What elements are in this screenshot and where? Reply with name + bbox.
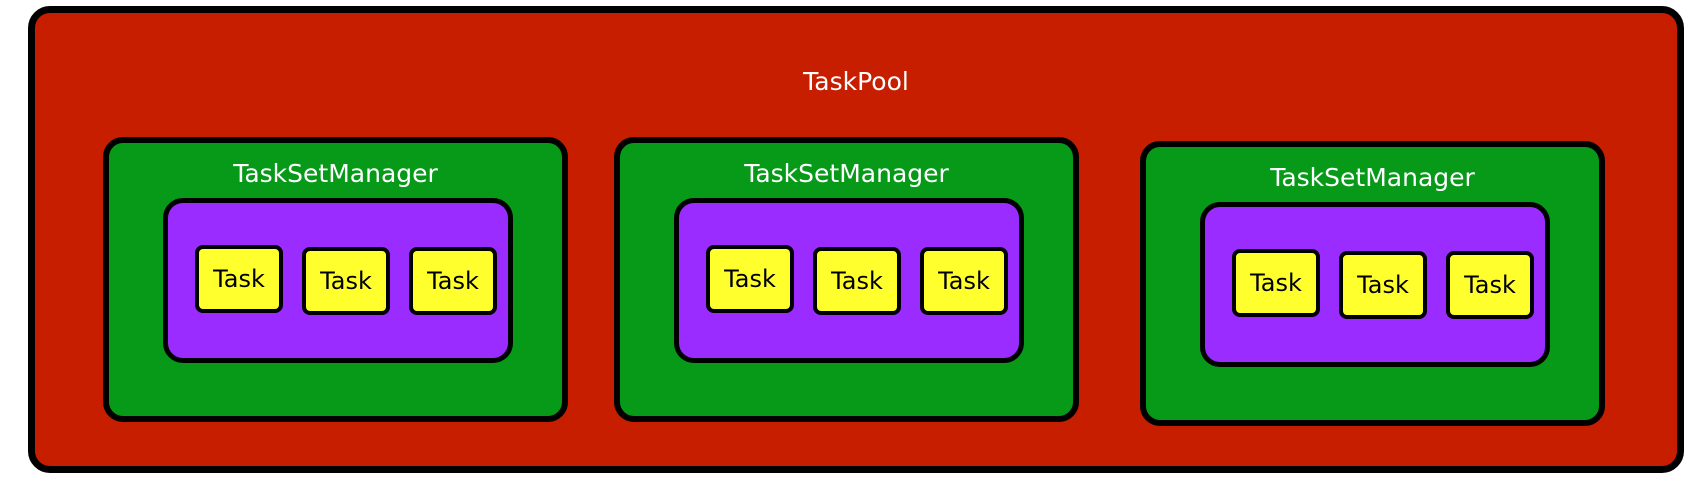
task-pool-label: TaskPool: [803, 67, 909, 96]
task-label: Task: [831, 267, 883, 295]
task-label: Task: [724, 265, 776, 293]
task-set-box: Task Task Task: [1200, 202, 1550, 367]
task-label: Task: [213, 265, 265, 293]
task-set-manager-label: TaskSetManager: [233, 159, 438, 188]
task-set-manager-label: TaskSetManager: [1270, 163, 1475, 192]
task-box: Task: [1339, 251, 1427, 319]
task-box: Task: [1446, 251, 1534, 319]
task-label: Task: [1250, 269, 1302, 297]
task-label: Task: [1464, 271, 1516, 299]
task-set-manager-box: TaskSetManager Task Task Task: [103, 137, 568, 422]
task-label: Task: [320, 267, 372, 295]
task-box: Task: [813, 247, 901, 315]
task-set-manager-label: TaskSetManager: [744, 159, 949, 188]
task-pool-box: TaskPool TaskSetManager Task Task Task T…: [28, 6, 1684, 473]
task-label: Task: [1357, 271, 1409, 299]
task-set-manager-box: TaskSetManager Task Task Task: [1140, 141, 1605, 426]
task-box: Task: [409, 247, 497, 315]
task-box: Task: [195, 245, 283, 313]
task-box: Task: [920, 247, 1008, 315]
task-box: Task: [706, 245, 794, 313]
task-set-box: Task Task Task: [163, 198, 513, 363]
task-set-manager-box: TaskSetManager Task Task Task: [614, 137, 1079, 422]
task-box: Task: [1232, 249, 1320, 317]
task-label: Task: [938, 267, 990, 295]
task-set-box: Task Task Task: [674, 198, 1024, 363]
task-box: Task: [302, 247, 390, 315]
task-label: Task: [427, 267, 479, 295]
